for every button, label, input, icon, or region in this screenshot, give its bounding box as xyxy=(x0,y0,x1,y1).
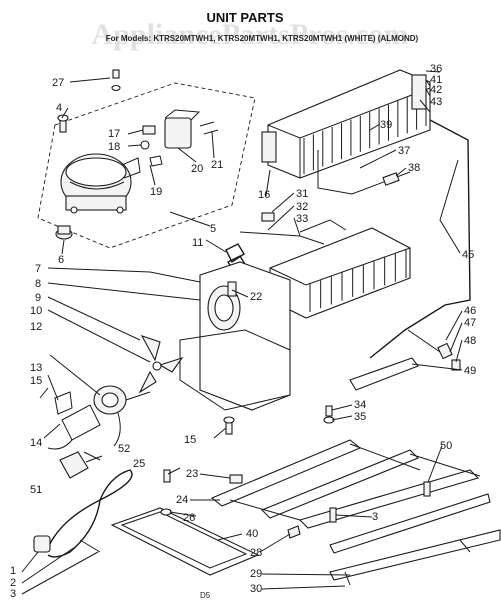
callout-18: 18 xyxy=(108,141,120,153)
callout-40: 40 xyxy=(246,528,258,540)
screw-27 xyxy=(111,69,121,92)
compressor-grommet xyxy=(55,225,73,240)
callout-15: 15 xyxy=(30,375,42,387)
condenser-return-tube xyxy=(317,150,411,195)
callout-13: 13 xyxy=(30,362,42,374)
callout-6: 6 xyxy=(58,254,64,266)
callout-30: 30 xyxy=(250,583,262,595)
diagram-title: UNIT PARTS xyxy=(206,10,283,25)
callout-23: 23 xyxy=(186,468,198,480)
callout-27: 27 xyxy=(52,77,64,89)
clip-28 xyxy=(287,525,301,539)
screw-34-35 xyxy=(323,405,335,424)
relay-overload-assembly xyxy=(140,109,219,167)
fan-blade xyxy=(138,335,184,394)
callout-15b: 15 xyxy=(184,434,196,446)
callout-36: 36 xyxy=(430,63,442,75)
diagram-subtitle: For Models: KTRS20MTWH1, KTRS20MTWH1, KT… xyxy=(106,34,419,43)
bracket-23 xyxy=(229,474,243,484)
screw-15 xyxy=(223,416,235,435)
callout-35: 35 xyxy=(354,411,366,423)
callout-21: 21 xyxy=(211,159,223,171)
capillary-tube xyxy=(239,231,325,245)
callout-22: 22 xyxy=(250,291,262,303)
drain-tube-assembly xyxy=(349,329,461,391)
callout-37: 37 xyxy=(398,145,410,157)
leader-lines xyxy=(21,70,463,595)
callout-34: 34 xyxy=(354,399,366,411)
callout-49: 49 xyxy=(464,365,476,377)
base-frame xyxy=(210,439,501,586)
condenser-tube xyxy=(369,119,471,359)
callout-38: 38 xyxy=(408,162,420,174)
callout-33: 33 xyxy=(296,213,308,225)
callout-10: 10 xyxy=(30,305,42,317)
fan-shroud-bracket xyxy=(179,261,291,411)
watermark-text: AppliancePartsPros.com xyxy=(92,18,409,51)
callout-52: 52 xyxy=(118,443,130,455)
motor-wire-harness xyxy=(47,412,121,450)
page-code: D5 xyxy=(200,591,211,600)
condenser-coil xyxy=(261,69,431,179)
callout-16: 16 xyxy=(258,189,270,201)
callout-39: 39 xyxy=(380,119,392,131)
callout-51: 51 xyxy=(30,484,42,496)
callout-31: 31 xyxy=(296,188,308,200)
evaporator-coil xyxy=(269,219,411,319)
callout-9: 9 xyxy=(35,292,41,304)
callout-8: 8 xyxy=(35,278,41,290)
callout-5: 5 xyxy=(210,223,216,235)
callout-25: 25 xyxy=(133,458,145,470)
callout-19: 19 xyxy=(150,186,162,198)
callout-12: 12 xyxy=(30,321,42,333)
callout-32: 32 xyxy=(296,201,308,213)
callout-14: 14 xyxy=(30,437,42,449)
tube-clamp-38 xyxy=(382,172,400,186)
callout-47: 47 xyxy=(464,317,476,329)
power-cord xyxy=(33,469,133,558)
wire-nut-25 xyxy=(163,469,171,483)
clip-26 xyxy=(160,508,172,516)
compressor-group-outline xyxy=(37,82,256,249)
callout-3b: 3 xyxy=(372,511,378,523)
screw-3 xyxy=(329,507,337,523)
callout-41: 41 xyxy=(430,74,442,86)
callout-46: 46 xyxy=(464,305,476,317)
junction-box xyxy=(59,451,103,479)
callout-1: 1 xyxy=(10,565,16,577)
callout-4: 4 xyxy=(56,102,62,114)
callout-28: 28 xyxy=(250,547,262,559)
compressor xyxy=(60,153,141,214)
callout-3: 3 xyxy=(10,588,16,600)
callout-11: 11 xyxy=(192,237,203,249)
callout-50: 50 xyxy=(440,440,452,452)
callout-29: 29 xyxy=(250,568,262,580)
callout-45: 45 xyxy=(462,249,474,261)
screw-4 xyxy=(57,114,69,133)
callout-2: 2 xyxy=(10,577,16,589)
tube-fitting-31 xyxy=(261,212,275,222)
screw-50 xyxy=(423,481,431,497)
callout-43: 43 xyxy=(430,96,442,108)
callout-24: 24 xyxy=(176,494,188,506)
drain-pan xyxy=(110,507,260,576)
callout-48: 48 xyxy=(464,335,476,347)
callout-7: 7 xyxy=(35,263,41,275)
callout-17: 17 xyxy=(108,128,120,140)
callout-20: 20 xyxy=(191,163,203,175)
fan-motor xyxy=(54,385,151,441)
callout-26: 26 xyxy=(183,512,195,524)
callout-42: 42 xyxy=(430,84,442,96)
